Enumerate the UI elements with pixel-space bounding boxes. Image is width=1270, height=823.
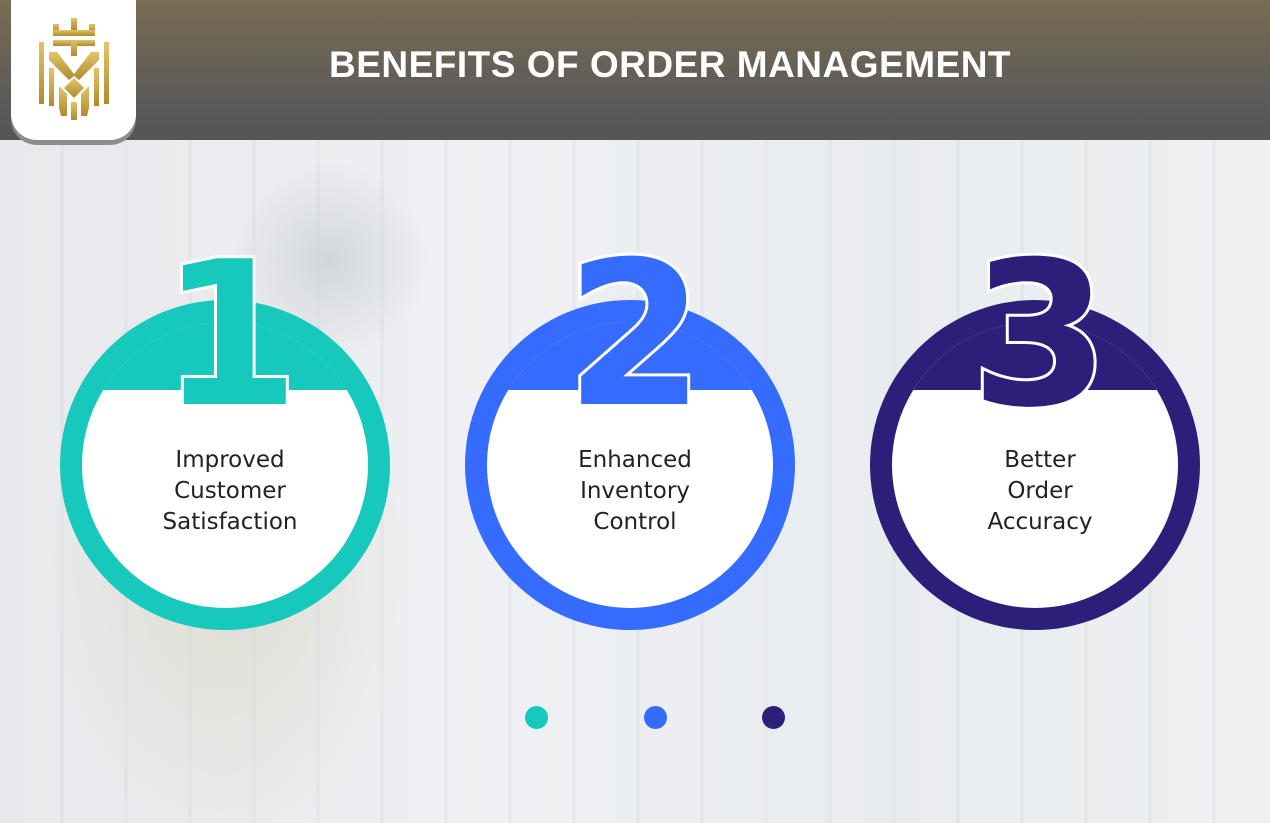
pagination-dot-3[interactable] [762, 706, 785, 729]
benefit-label-3: Better Order Accuracy [987, 447, 1093, 535]
pagination-dot-2[interactable] [644, 706, 667, 729]
benefit-circle-2 [465, 300, 795, 630]
benefit-label-2: Enhanced Inventory Control [578, 447, 692, 535]
benefit-circle-1 [60, 300, 390, 630]
benefit-circle-3 [870, 300, 1200, 630]
logo-badge [11, 0, 136, 140]
pagination-dot-1[interactable] [525, 706, 548, 729]
benefit-label-1: Improved Customer Satisfaction [162, 447, 298, 535]
header-bar: BENEFITS OF ORDER MANAGEMENT [0, 0, 1270, 140]
benefit-card-1: 1 Improved Customer Satisfaction [50, 233, 410, 660]
page-title: BENEFITS OF ORDER MANAGEMENT [328, 44, 1012, 85]
benefit-card-3: 3 Better Order Accuracy [860, 233, 1220, 660]
crown-shield-logo-icon [39, 18, 109, 120]
benefit-number-3: 3 [967, 219, 1112, 452]
benefit-number-2: 2 [562, 219, 707, 452]
benefit-number-1: 1 [157, 219, 302, 452]
benefit-card-2: 2 Enhanced Inventory Control [455, 233, 815, 660]
